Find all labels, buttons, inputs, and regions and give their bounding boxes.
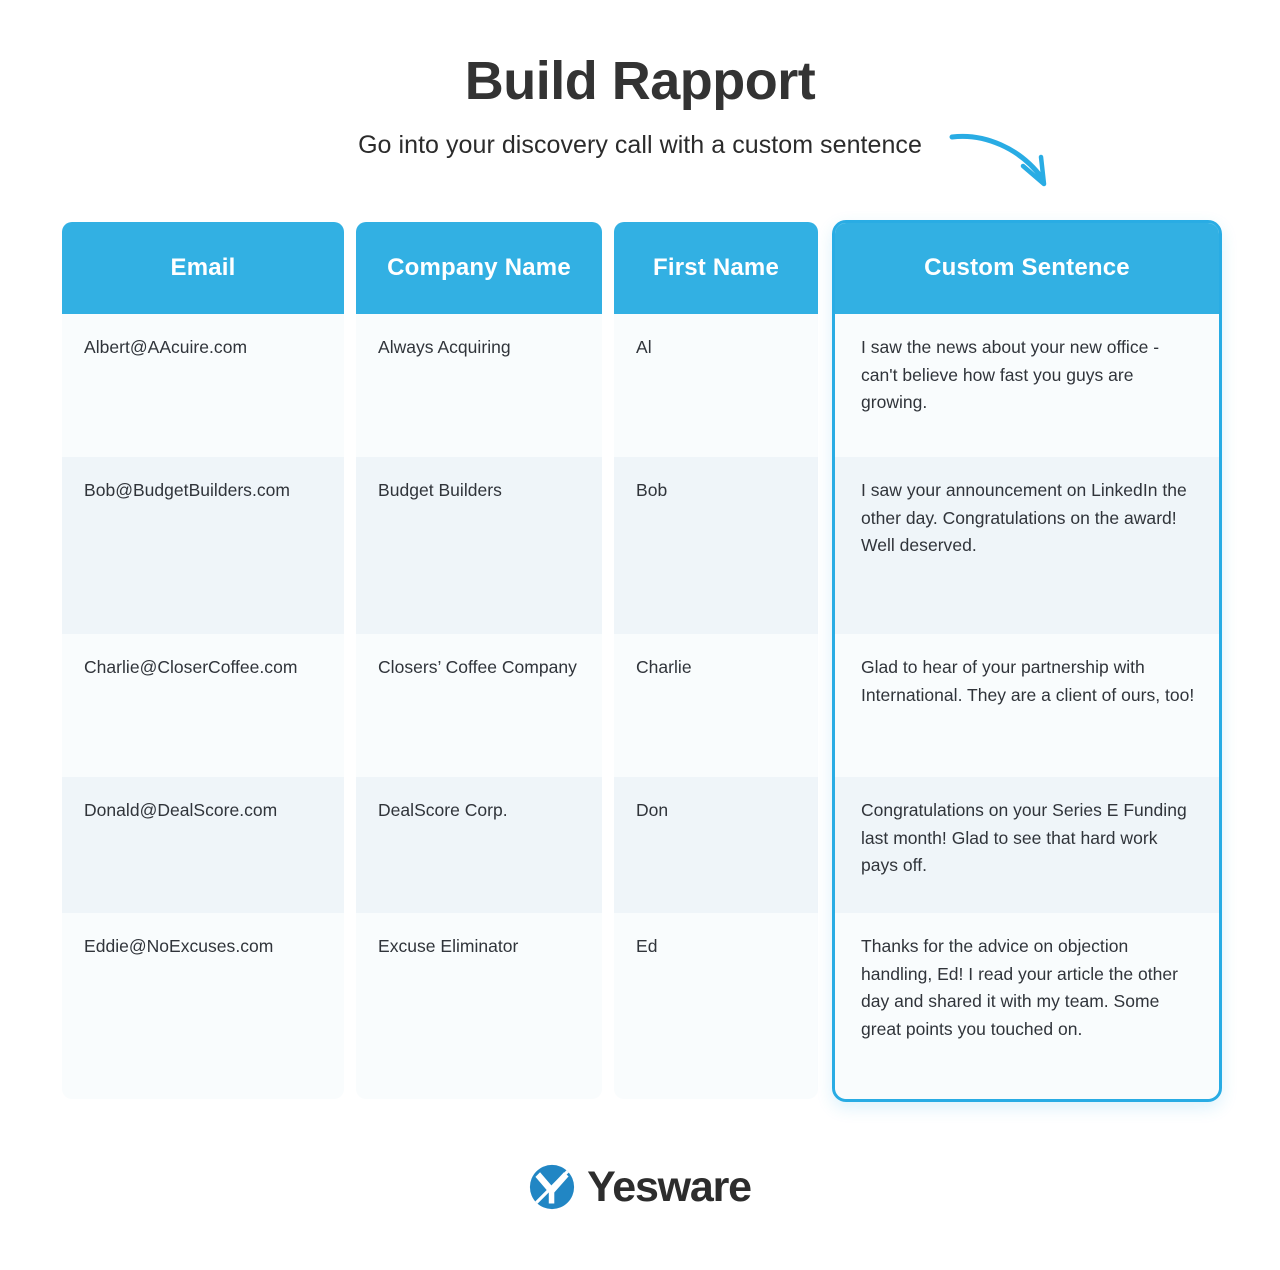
table-cell-company: Always Acquiring [356, 314, 602, 457]
table-cell-custom-sentence: I saw your announcement on LinkedIn the … [835, 457, 1219, 634]
table-cell-email: Donald@DealScore.com [62, 777, 344, 913]
table-cell-custom-sentence: I saw the news about your new office - c… [835, 314, 1219, 457]
table-column-email: Email Albert@AAcuire.com Bob@BudgetBuild… [62, 222, 344, 1099]
table-cell-first-name: Don [614, 777, 818, 913]
table-column-custom-sentence: Custom Sentence I saw the news about you… [832, 220, 1222, 1102]
table-cell-email: Charlie@CloserCoffee.com [62, 634, 344, 777]
table-cell-company: Closers’ Coffee Company [356, 634, 602, 777]
table-column-company-name: Company Name Always Acquiring Budget Bui… [356, 222, 602, 1099]
column-body-custom-sentence: I saw the news about your new office - c… [835, 314, 1219, 1099]
table-cell-company: Budget Builders [356, 457, 602, 634]
table-cell-email: Albert@AAcuire.com [62, 314, 344, 457]
page-title: Build Rapport [464, 51, 816, 111]
column-header-first-name: First Name [614, 222, 818, 314]
table-cell-first-name: Al [614, 314, 818, 457]
table-cell-first-name: Bob [614, 457, 818, 634]
table-column-first-name: First Name Al Bob Charlie Don Ed [614, 222, 818, 1099]
table-cell-first-name: Charlie [614, 634, 818, 777]
footer-brand: Yesware [0, 1164, 1280, 1210]
subtitle-row: Go into your discovery call with a custo… [0, 128, 1280, 187]
column-header-company-name: Company Name [356, 222, 602, 314]
yesware-logo-icon [529, 1164, 575, 1210]
header: Build Rapport Go into your discovery cal… [0, 0, 1280, 187]
table-cell-custom-sentence: Glad to hear of your partnership with In… [835, 634, 1219, 777]
rapport-table: Email Albert@AAcuire.com Bob@BudgetBuild… [62, 220, 1222, 1102]
column-body-company-name: Always Acquiring Budget Builders Closers… [356, 314, 602, 1099]
table-cell-custom-sentence: Thanks for the advice on objection handl… [835, 913, 1219, 1099]
curved-arrow-down-right-icon [940, 116, 1070, 196]
page-subtitle: Go into your discovery call with a custo… [358, 131, 922, 159]
table-cell-company: Excuse Eliminator [356, 913, 602, 1099]
column-body-email: Albert@AAcuire.com Bob@BudgetBuilders.co… [62, 314, 344, 1099]
table-cell-email: Bob@BudgetBuilders.com [62, 457, 344, 634]
brand-name: Yesware [587, 1163, 752, 1211]
column-header-custom-sentence: Custom Sentence [835, 223, 1219, 314]
column-header-email: Email [62, 222, 344, 314]
table-cell-email: Eddie@NoExcuses.com [62, 913, 344, 1099]
column-body-first-name: Al Bob Charlie Don Ed [614, 314, 818, 1099]
table-cell-custom-sentence: Congratulations on your Series E Funding… [835, 777, 1219, 913]
table-cell-company: DealScore Corp. [356, 777, 602, 913]
table-cell-first-name: Ed [614, 913, 818, 1099]
